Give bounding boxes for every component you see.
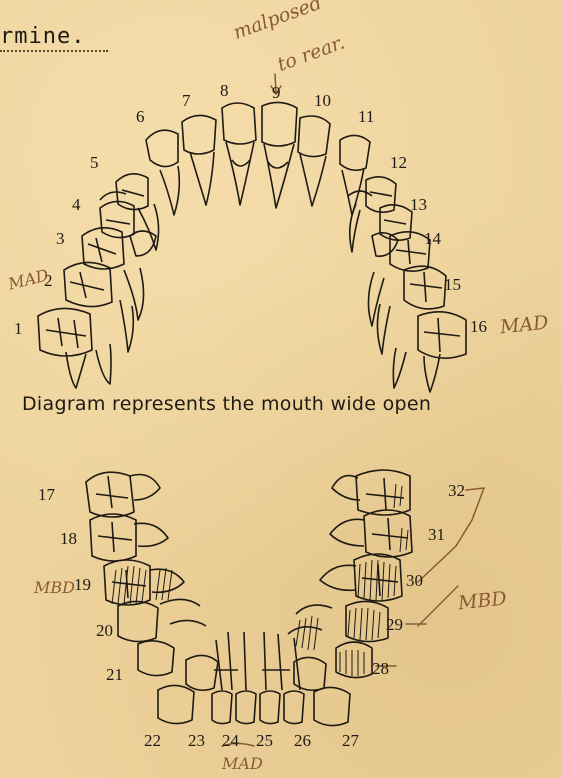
upper-tooth-label-3: 3	[56, 230, 65, 247]
lower-tooth-label-32: 32	[448, 482, 465, 499]
lower-tooth-27	[314, 687, 350, 725]
lower-tooth-label-23: 23	[188, 732, 205, 749]
lower-tooth-28	[336, 642, 372, 678]
upper-tooth-label-16: 16	[470, 318, 487, 335]
lower-tooth-label-31: 31	[428, 526, 445, 543]
upper-tooth-10	[298, 116, 330, 157]
lower-tooth-23	[212, 691, 232, 724]
lower-tooth-label-24: 24	[222, 732, 239, 749]
upper-tooth-9	[262, 102, 297, 146]
lower-tooth-21	[138, 641, 174, 676]
lower-tooth-22	[158, 685, 194, 723]
lower-tooth-label-17: 17	[38, 486, 55, 503]
upper-tooth-11	[340, 135, 370, 170]
lower-tooth-label-21: 21	[106, 666, 123, 683]
lower-tooth-label-18: 18	[60, 530, 77, 547]
lower-tooth-31	[364, 510, 412, 557]
upper-tooth-label-10: 10	[314, 92, 331, 109]
upper-tooth-16	[418, 312, 466, 358]
lower-tooth-label-29: 29	[386, 616, 403, 633]
upper-tooth-label-14: 14	[424, 230, 441, 247]
upper-tooth-label-15: 15	[444, 276, 461, 293]
lower-tooth-label-27: 27	[342, 732, 359, 749]
upper-tooth-label-8: 8	[220, 82, 229, 99]
upper-tooth-label-13: 13	[410, 196, 427, 213]
upper-tooth-4	[100, 201, 134, 237]
upper-tooth-6	[146, 130, 178, 166]
lower-tooth-label-28: 28	[372, 660, 389, 677]
lower-tooth-32	[356, 470, 410, 515]
lower-tooth-label-19: 19	[74, 576, 91, 593]
lower-tooth-label-20: 20	[96, 622, 113, 639]
upper-tooth-label-6: 6	[136, 108, 145, 125]
upper-tooth-label-11: 11	[358, 108, 374, 125]
lower-tooth-label-25: 25	[256, 732, 273, 749]
lower-tooth-25	[260, 691, 280, 724]
upper-tooth-7	[182, 115, 216, 154]
upper-tooth-label-5: 5	[90, 154, 99, 171]
mbd-lower-left-note: MBD	[34, 578, 75, 597]
lower-tooth-26	[284, 691, 304, 724]
upper-tooth-label-12: 12	[390, 154, 407, 171]
diagram-caption: Diagram represents the mouth wide open	[22, 393, 431, 415]
upper-tooth-label-7: 7	[182, 92, 191, 109]
mad-lower-note: MAD	[222, 754, 263, 773]
upper-tooth-label-1: 1	[14, 320, 23, 337]
lower-tooth-24	[236, 691, 256, 724]
lower-tooth-label-22: 22	[144, 732, 161, 749]
lower-tooth-20	[118, 601, 158, 641]
upper-tooth-label-4: 4	[72, 196, 81, 213]
bracket-29	[418, 586, 458, 626]
upper-tooth-8	[222, 103, 256, 144]
upper-tooth-label-9: 9	[272, 84, 281, 101]
lower-tooth-label-30: 30	[406, 572, 423, 589]
lower-tooth-label-26: 26	[294, 732, 311, 749]
